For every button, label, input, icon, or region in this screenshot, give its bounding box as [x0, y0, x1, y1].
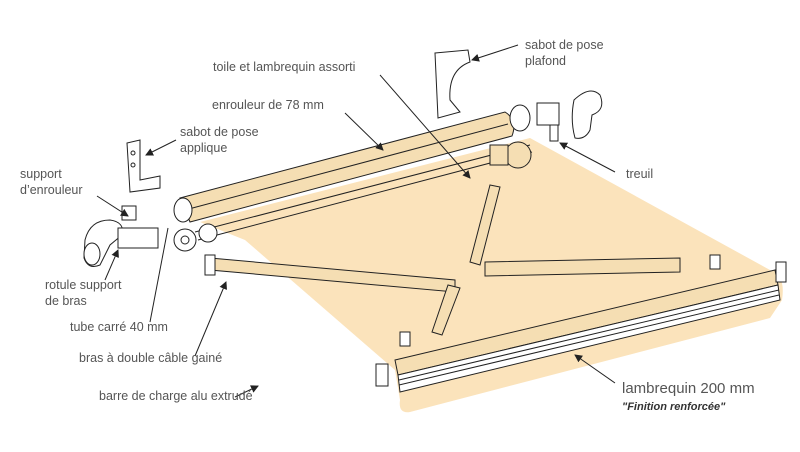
label-sabot-plafond-1: sabot de pose: [525, 38, 604, 52]
leader-lines: [96, 44, 616, 398]
right-arm: [469, 184, 681, 277]
square-tube: [194, 144, 533, 241]
label-treuil: treuil: [626, 167, 653, 181]
label-sabot-applique-1: sabot de pose: [180, 125, 259, 139]
crank-winch: [489, 102, 560, 169]
gear-icon: [198, 223, 218, 243]
ceiling-bracket: [434, 49, 471, 119]
label-tube: tube carré 40 mm: [70, 320, 168, 334]
label-finition: "Finition renforcée": [622, 401, 726, 413]
roller-tube: [173, 111, 515, 223]
label-rotule-2: de bras: [45, 294, 87, 308]
left-end-cap: [83, 219, 123, 267]
label-bras: bras à double câble gainé: [79, 351, 222, 365]
label-toile: toile et lambrequin assorti: [213, 60, 355, 74]
wall-bracket: [126, 139, 161, 193]
arm-support-bracket: [117, 227, 159, 249]
right-end-cap: [571, 90, 603, 139]
label-support-1: support: [20, 167, 62, 181]
label-sabot-plafond-2: plafond: [525, 54, 566, 68]
left-arm: [204, 254, 461, 336]
front-load-bar: [375, 261, 787, 393]
arm-bracket-left: [399, 331, 411, 347]
label-enrouleur: enrouleur de 78 mm: [212, 98, 324, 112]
label-support-2: d’enrouleur: [20, 183, 83, 197]
arm-bracket-right: [709, 254, 721, 270]
label-sabot-applique-2: applique: [180, 141, 227, 155]
label-rotule-1: rotule support: [45, 278, 122, 292]
label-lambrequin: lambrequin 200 mm: [622, 380, 755, 397]
label-barre: barre de charge alu extrudé: [99, 389, 253, 403]
